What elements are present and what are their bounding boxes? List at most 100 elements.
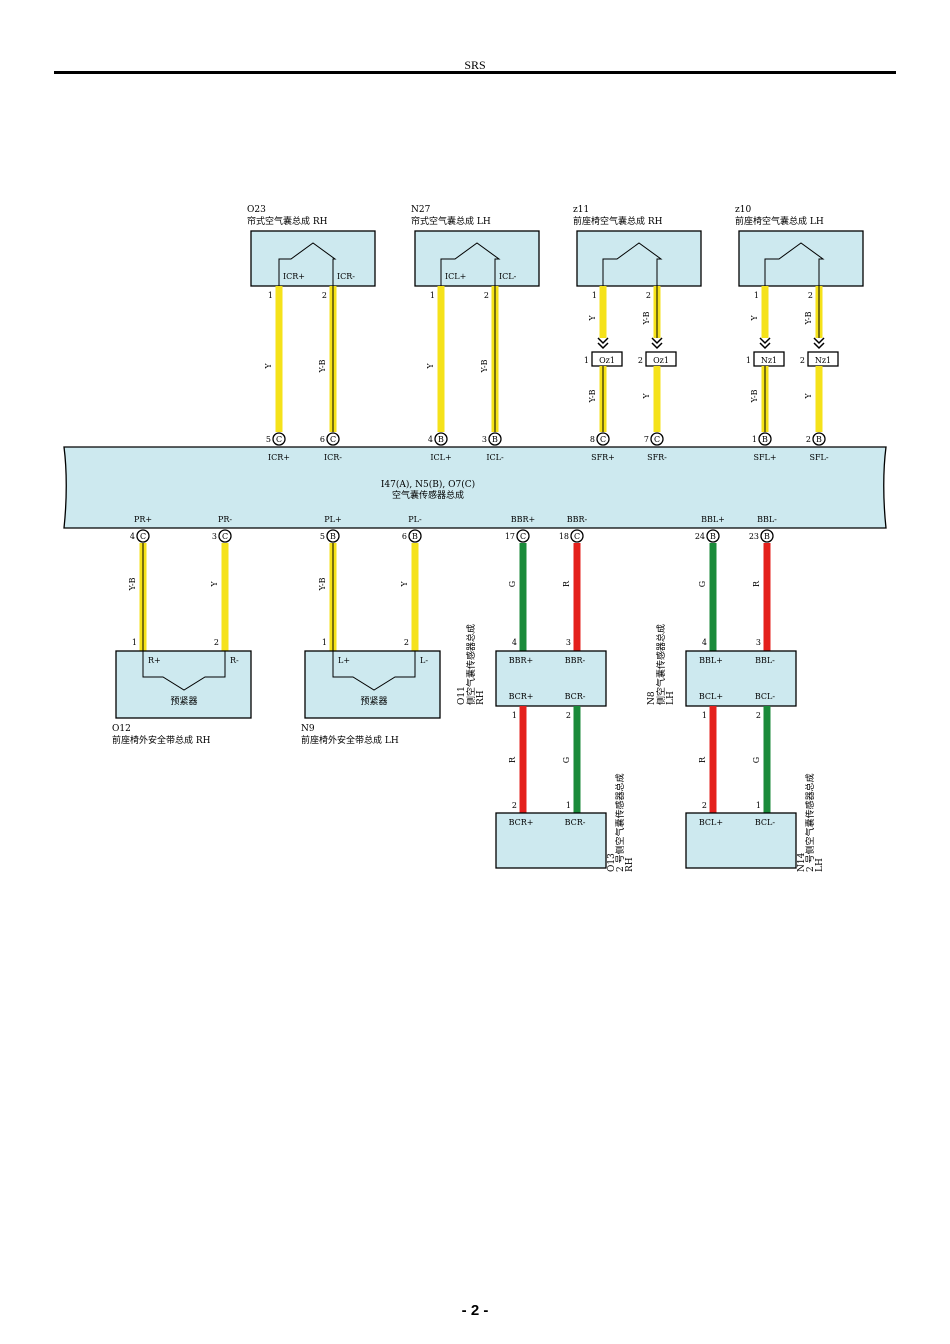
pretensioner-name: 前座椅外安全带总成 RH [112,734,211,746]
pretensioner-inner-label: 预紧器 [170,696,197,707]
wire [275,286,283,432]
wire-color-label: Y-B [318,359,327,373]
wire-color-label: R [752,580,761,587]
ecu-bottom-pin [706,529,720,543]
ecu-bottom-pin-label: PL+ [324,515,341,524]
wire-color-label: Y-B [588,389,597,403]
wire [573,706,581,813]
wire [653,366,661,432]
ecu-bottom-pin-label: PL- [408,515,422,524]
pretensioner-name: 前座椅外安全带总成 LH [301,734,399,746]
ecu-bottom-pin-num: 24 [695,532,705,541]
pin-number: 1 [754,291,759,300]
pin-number: 1 [592,291,597,300]
pin-number: 2 [702,801,707,810]
pin-number: 2 [756,711,761,720]
ecu-name: 空气囊传感器总成 [392,489,464,501]
ecu-top-pin-label: ICL- [486,453,504,462]
top-component-box [250,230,376,287]
side-sensor-box [685,650,797,707]
pin-number: 1 [430,291,435,300]
pin-number: 1 [702,711,707,720]
wire [519,706,527,813]
wire [599,286,607,338]
ecu-bottom-pin-conn: B [330,532,336,541]
connector-chevron-b [813,342,825,350]
terminal-label: BBR+ [509,656,533,665]
ecu-top-pin-label: SFL+ [753,453,776,462]
connector-chevron [813,337,825,345]
ecu-bottom-pin-num: 4 [130,532,135,541]
wire-color-label: R [698,756,707,763]
wire-color-label: Y [642,393,651,400]
pin-number: 2 [322,291,327,300]
terminal-label: BCL+ [699,692,723,701]
side-sensor-code: O11 [457,686,467,705]
wire-color-label: Y-B [642,311,651,325]
terminal-label: L+ [338,656,350,665]
top-component-box [576,230,702,287]
wire-color-label: Y-B [318,577,327,591]
top-component-name: 前座椅空气囊总成 RH [573,215,663,227]
ecu-bottom-pin-num: 23 [749,532,759,541]
terminal-label: BCR- [565,692,586,701]
inline-connector-label: Oz1 [599,356,615,365]
no2-sensor-side: LH [815,858,825,872]
ecu-top-pin [434,432,448,446]
wire-color-label: R [508,756,517,763]
side-sensor-box [495,650,607,707]
ecu-top-pin-num: 3 [482,435,487,444]
no2-sensor-box [685,812,797,869]
ecu-top-pin-num: 5 [266,435,271,444]
ecu-bottom-pin [326,529,340,543]
ecu-bottom-pin-conn: C [222,532,228,541]
wire [709,706,717,813]
pin-number: 3 [756,638,761,647]
top-component-name: 帘式空气囊总成 LH [411,215,491,227]
ecu-top-pin [812,432,826,446]
wire-color-label: G [698,581,707,587]
terminal-label: ICR+ [283,272,305,281]
connector-pin-number: 2 [638,356,643,365]
ecu-top-pin [650,432,664,446]
top-component-code: N27 [411,205,431,215]
terminal-label: BBR- [565,656,586,665]
no2-sensor-side: RH [625,857,635,872]
pin-number: 2 [512,801,517,810]
inline-connector [591,351,623,367]
ecu-bottom-pin [760,529,774,543]
side-sensor-side: RH [476,690,486,705]
ecu-bottom-pin [570,529,584,543]
wire-color-label: G [562,757,571,763]
connector-chevron [759,337,771,345]
wire-color-label: Y [426,363,435,370]
terminal-label: ICR- [337,272,355,281]
pin-number: 3 [566,638,571,647]
terminal-label: BCR+ [509,818,534,827]
ecu-top-pin-conn: B [762,435,768,444]
pin-number: 2 [808,291,813,300]
wire [437,286,445,432]
pretensioner-box [115,650,252,719]
wire-color-label: R [562,580,571,587]
connector-pin-number: 1 [746,356,751,365]
ecu-bottom-pin-label: BBR+ [511,515,535,524]
ecu-top-pin-conn: C [330,435,336,444]
no2-sensor-name: 2 号侧空气囊传感器总成 [614,773,626,872]
squib-symbol [602,242,663,286]
ecu-top-pin-num: 7 [644,435,649,444]
ecu-bottom-pin-label: BBL+ [701,515,725,524]
ecu-bottom-pin-conn: B [710,532,716,541]
wire [763,543,771,651]
top-component-name: 帘式空气囊总成 RH [247,215,328,227]
wire [763,706,771,813]
no2-sensor-name: 2 号侧空气囊传感器总成 [804,773,816,872]
ecu-bottom-pin [516,529,530,543]
inline-connector-label: Nz1 [761,356,777,365]
ecu-bottom-pin-num: 18 [559,532,569,541]
side-sensor-name: 侧空气囊传感器总成 [655,624,667,705]
ecu-top-pin-label: ICL+ [430,453,451,462]
pin-number: 2 [646,291,651,300]
top-component-code: z10 [735,205,751,215]
ecu-top-pin-num: 8 [590,435,595,444]
